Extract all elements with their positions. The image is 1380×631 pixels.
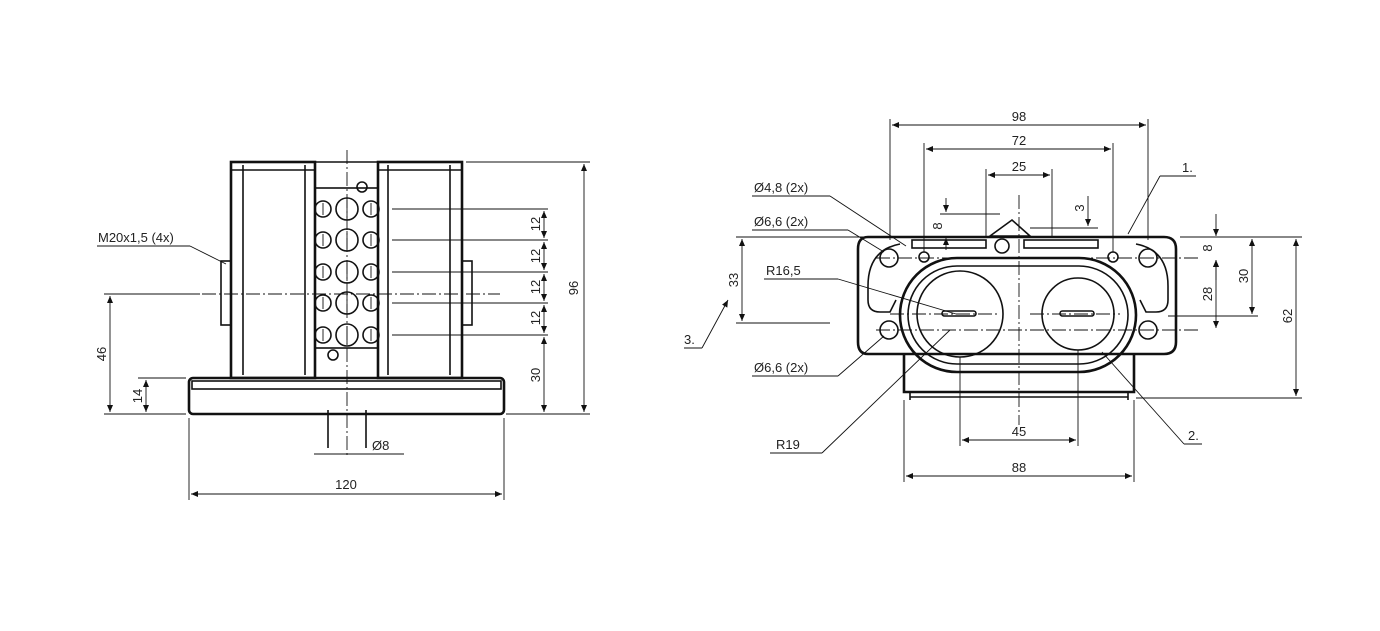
terminal-screw — [335, 197, 359, 221]
front-view-dimensions: 96 12 12 12 12 30 46 14 M20x1,5 (4x) Ø8 — [94, 161, 590, 500]
dim-72: 72 — [1012, 133, 1026, 148]
dim-25: 25 — [1012, 159, 1026, 174]
hole-label-d66-lower: Ø6,6 (2x) — [754, 360, 808, 375]
dim-30-top: 30 — [1236, 269, 1251, 283]
base-plate — [187, 376, 506, 416]
front-view — [180, 150, 506, 455]
dim-46: 46 — [94, 347, 109, 361]
terminal-screw — [335, 291, 359, 315]
dim-30-front: 30 — [528, 368, 543, 382]
thread-label: M20x1,5 (4x) — [98, 230, 174, 245]
dim-8-right: 8 — [1200, 244, 1215, 251]
terminal-screw — [362, 231, 380, 249]
terminal-screw — [314, 263, 332, 281]
dim-88: 88 — [1012, 460, 1026, 475]
seal-inner — [907, 265, 1129, 365]
dim-pitch-3: 12 — [528, 280, 543, 294]
right-boss — [461, 260, 473, 326]
terminal-rows — [314, 197, 380, 347]
dim-62: 62 — [1280, 309, 1295, 323]
callout-1: 1. — [1182, 160, 1193, 175]
terminal-screw — [362, 294, 380, 312]
clip-left — [867, 243, 901, 313]
terminal-screw — [314, 231, 332, 249]
dim-96: 96 — [566, 281, 581, 295]
dim-98: 98 — [1012, 109, 1026, 124]
radius-label-19: R19 — [776, 437, 800, 452]
dim-8-top: 8 — [930, 222, 945, 229]
clip-right — [1135, 243, 1169, 313]
hole-label-d48: Ø4,8 (2x) — [754, 180, 808, 195]
top-bar-left — [911, 239, 987, 249]
housing-body — [902, 354, 1136, 394]
terminal-screw — [314, 326, 332, 344]
dim-45: 45 — [1012, 424, 1026, 439]
top-view-dimensions: 98 72 25 8 3 33 Ø4,8 (2x) Ø6,6 (2x) — [684, 109, 1302, 482]
flange-outline — [856, 235, 1178, 356]
dim-14: 14 — [130, 389, 145, 403]
dim-120: 120 — [335, 477, 357, 492]
terminal-screw — [314, 294, 332, 312]
dim-33: 33 — [726, 273, 741, 287]
dim-pitch-4: 12 — [528, 311, 543, 325]
terminal-screw — [335, 323, 359, 347]
top-view — [856, 195, 1200, 425]
terminal-screw — [362, 326, 380, 344]
terminal-screw — [314, 200, 332, 218]
base-plate-edge — [191, 380, 502, 390]
radius-label-165: R16,5 — [766, 263, 801, 278]
dim-3: 3 — [1072, 204, 1087, 211]
top-bar-right — [1023, 239, 1099, 249]
hole-label-d66-upper: Ø6,6 (2x) — [754, 214, 808, 229]
terminal-screw — [362, 200, 380, 218]
terminal-screw — [335, 260, 359, 284]
callout-2: 2. — [1188, 428, 1199, 443]
dim-pitch-2: 12 — [528, 249, 543, 263]
callout-3: 3. — [684, 332, 695, 347]
terminal-screw — [362, 263, 380, 281]
terminal-screw — [335, 228, 359, 252]
dim-diameter-8: Ø8 — [372, 438, 389, 453]
dim-28: 28 — [1200, 287, 1215, 301]
dim-pitch-1: 12 — [528, 217, 543, 231]
left-boss — [220, 260, 232, 326]
